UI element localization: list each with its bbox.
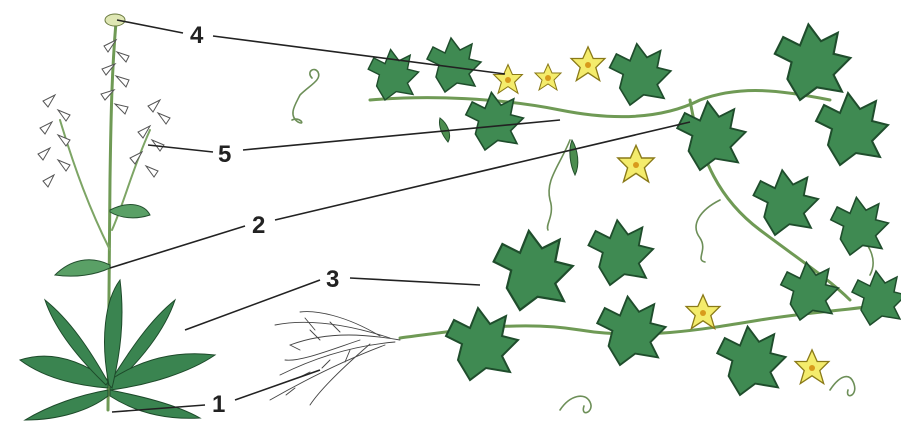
label-1: 1	[212, 391, 225, 418]
basal-rosette	[20, 280, 215, 420]
fibrous-root-system	[270, 312, 400, 405]
label-3: 3	[326, 266, 339, 293]
seed-pods-left	[38, 95, 70, 187]
flower-head-top	[105, 14, 125, 26]
cucumber-vine	[292, 24, 901, 412]
label-5: 5	[218, 141, 231, 168]
leader-line-4	[117, 20, 183, 33]
cucumber-fruit	[570, 140, 578, 175]
leader-line-2	[110, 226, 245, 268]
label-2: 2	[252, 212, 265, 239]
shepherds-purse-plant	[20, 14, 215, 420]
label-4: 4	[190, 22, 204, 49]
